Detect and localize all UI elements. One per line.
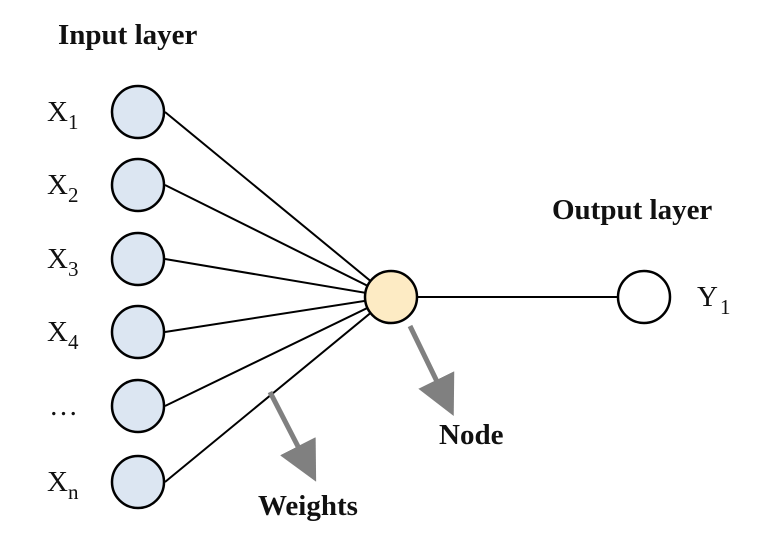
input-node-5 [110, 378, 166, 434]
connection-x3 [164, 258, 391, 298]
weight-connections [164, 111, 617, 483]
output-label-y1: Y1 [697, 281, 730, 319]
input-layer-heading: Input layer [58, 19, 198, 51]
connection-x5 [164, 296, 391, 407]
output-node [616, 269, 672, 325]
input-node-3 [110, 231, 166, 287]
input-label-x2: X2 [47, 169, 78, 207]
input-nodes [110, 84, 166, 510]
input-node-1 [110, 84, 166, 140]
weights-label: Weights [258, 490, 358, 522]
weights-pointer-arrow [267, 390, 317, 482]
output-layer-heading: Output layer [552, 194, 712, 226]
summation-node [363, 269, 419, 325]
input-label-ellipsis: … [49, 390, 78, 422]
input-node-n [110, 454, 166, 510]
connection-x4 [164, 296, 391, 333]
node-label: Node [439, 419, 504, 451]
input-label-x3: X3 [47, 243, 78, 281]
connection-x1 [164, 111, 391, 298]
input-node-2 [110, 157, 166, 213]
connection-xn [164, 296, 391, 483]
node-pointer-arrow [407, 324, 455, 416]
input-node-4 [110, 304, 166, 360]
input-label-x4: X4 [47, 316, 79, 354]
input-label-x1: X1 [47, 96, 78, 134]
connection-x2 [164, 184, 391, 298]
input-label-xn: Xn [47, 466, 79, 504]
